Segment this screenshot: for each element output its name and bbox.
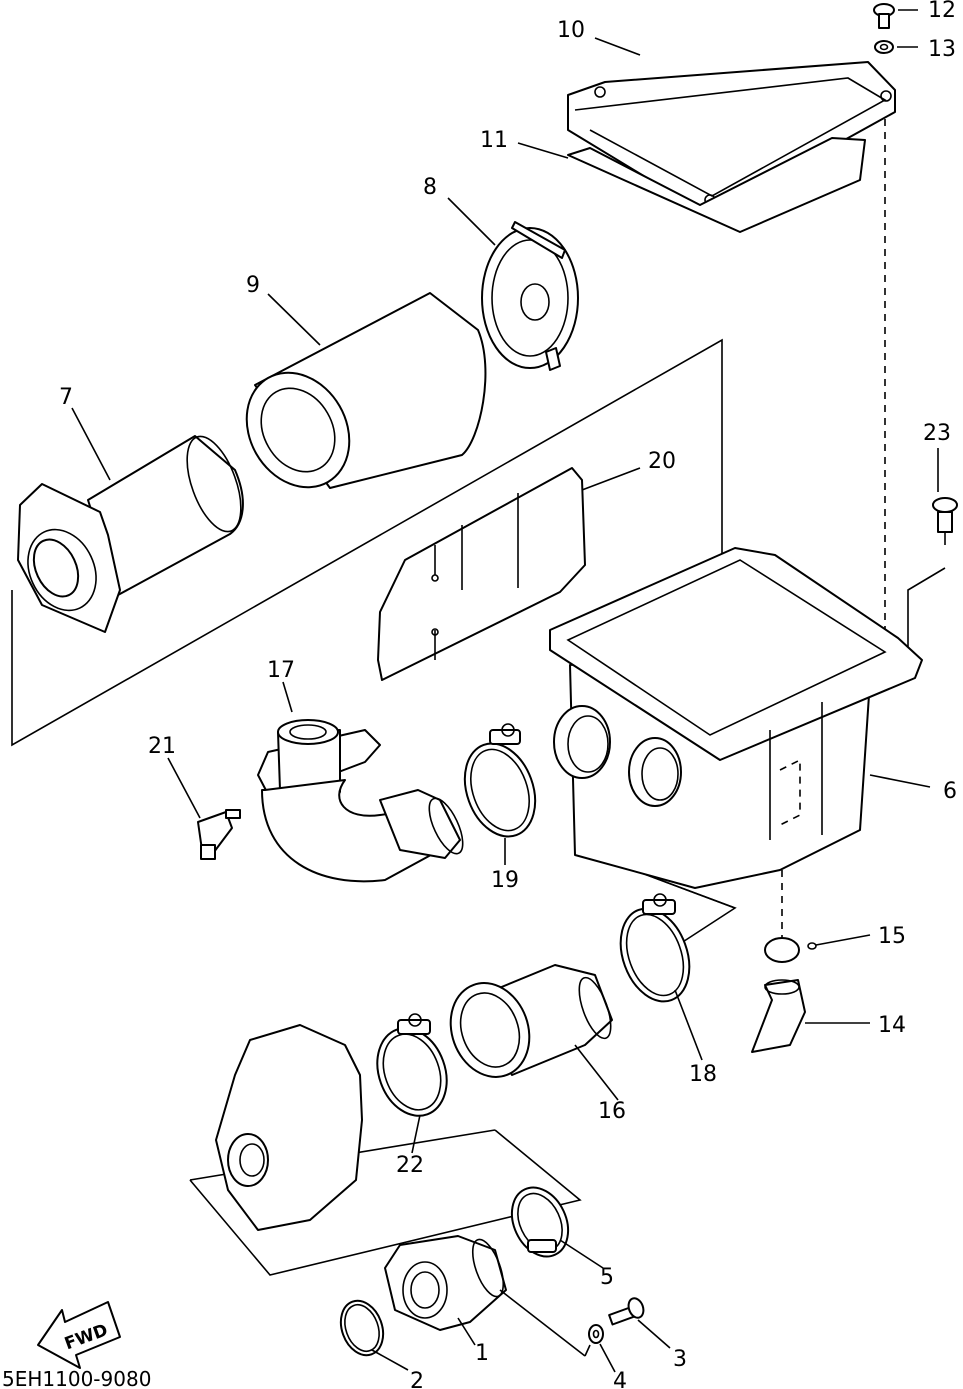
element-cap: [481, 221, 579, 371]
o-ring: [339, 1299, 385, 1357]
air-box-cap: [567, 61, 896, 211]
cap-gasket: [567, 137, 866, 233]
screw-and-washer: [873, 3, 895, 54]
bolt-23: [932, 497, 958, 545]
drain-cap: [764, 937, 817, 963]
part-label-19: 19: [491, 868, 519, 893]
part-label-16: 16: [598, 1099, 626, 1124]
part-label-21: 21: [148, 734, 176, 759]
clamp-22: [376, 1013, 448, 1117]
carburetor-joint: [384, 1235, 507, 1331]
joint-elbow: [257, 719, 464, 883]
washer-4: [588, 1324, 604, 1344]
part-label-17: 17: [267, 658, 295, 683]
part-label-22: 22: [396, 1153, 424, 1178]
drain-hose: [751, 979, 806, 1053]
part-label-11: 11: [480, 128, 508, 153]
clamp-5: [510, 1186, 570, 1258]
part-label-9: 9: [246, 273, 260, 298]
part-label-2: 2: [410, 1369, 424, 1389]
part-label-13: 13: [928, 37, 956, 62]
bolt-3: [608, 1297, 645, 1326]
part-label-6: 6: [943, 779, 957, 804]
part-label-8: 8: [423, 175, 437, 200]
part-label-3: 3: [673, 1347, 687, 1372]
clamp-19: [463, 723, 537, 838]
part-label-15: 15: [878, 924, 906, 949]
plate: [377, 467, 586, 681]
leader-lines: [71, 9, 939, 1373]
diagram-code: 5EH1100-9080: [2, 1367, 151, 1389]
part-labels: 1 2 3 4 5 6 7 8 9 10 11 12 13 14 15 16 1…: [59, 0, 957, 1389]
part-label-1: 1: [475, 1341, 489, 1366]
elbow-fitting: [197, 809, 241, 860]
part-label-5: 5: [600, 1265, 614, 1290]
joint-16: [449, 964, 613, 1078]
part-label-10: 10: [557, 18, 585, 43]
part-label-12: 12: [928, 0, 956, 23]
air-filter-element: [245, 292, 487, 489]
forward-direction-arrow: FWD: [37, 1301, 121, 1369]
part-label-20: 20: [648, 449, 676, 474]
air-filter-case: [549, 547, 923, 940]
part-label-14: 14: [878, 1013, 906, 1038]
part-label-7: 7: [59, 385, 73, 410]
element-joint: [17, 435, 244, 633]
part-label-18: 18: [689, 1062, 717, 1087]
clamp-18: [619, 893, 691, 1003]
part-label-23: 23: [923, 421, 951, 446]
carburetor-outline: [215, 1024, 363, 1231]
part-label-4: 4: [613, 1369, 627, 1389]
